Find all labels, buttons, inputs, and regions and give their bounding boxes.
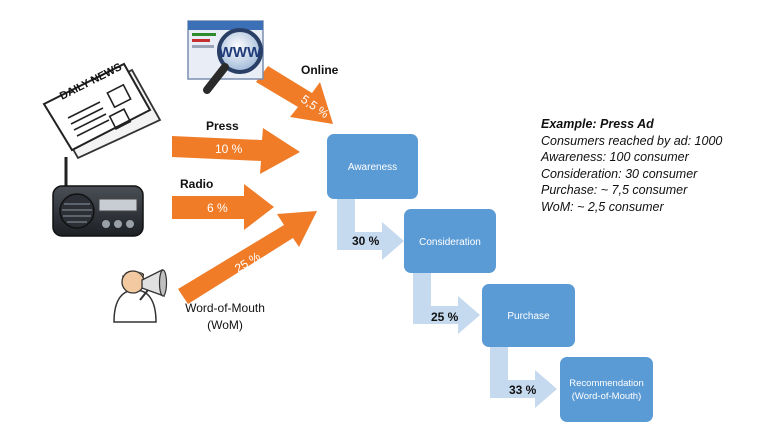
stage-recommendation-label: Recommendation: [569, 378, 643, 389]
example-panel: Example: Press Ad Consumers reached by a…: [541, 116, 761, 216]
conversion-rate-1: 30 %: [352, 234, 380, 248]
online-label: Online: [301, 63, 339, 77]
svg-text:WWW: WWW: [219, 44, 262, 61]
example-title: Example: Press Ad: [541, 117, 654, 131]
stage-recommendation: Recommendation (Word-of-Mouth): [560, 357, 653, 422]
radio-arrow: [172, 184, 274, 230]
press-arrow: [172, 128, 300, 174]
connector-purchase-recommendation: [490, 347, 557, 408]
press-label: Press: [206, 119, 239, 133]
connector-awareness-consideration: [337, 199, 404, 260]
newspaper-icon: DAILY NEWS: [42, 61, 162, 160]
example-line-purchase: Purchase: ~ 7,5 consumer: [541, 183, 688, 198]
connector-consideration-purchase: [413, 273, 480, 334]
wom-label-line1: Word-of-Mouth: [185, 301, 265, 315]
example-line-awareness: Awareness: 100 consumer: [541, 150, 689, 165]
example-line-wom: WoM: ~ 2,5 consumer: [541, 199, 664, 214]
online-arrow: [256, 66, 333, 124]
conversion-rate-2: 25 %: [431, 310, 459, 324]
conversion-rate-3: 33 %: [509, 383, 537, 397]
stage-purchase: Purchase: [482, 284, 575, 347]
wom-arrow: [178, 211, 317, 304]
stage-recommendation-sublabel: (Word-of-Mouth): [572, 391, 642, 402]
www-magnifier-icon: WWW: [187, 20, 264, 94]
megaphone-person-icon: [113, 268, 168, 323]
radio-icon: [52, 157, 144, 237]
example-line-reached: Consumers reached by ad: 1000: [541, 133, 723, 148]
radio-label: Radio: [180, 177, 213, 191]
press-rate: 10 %: [215, 142, 243, 156]
example-line-consideration: Consideration: 30 consumer: [541, 166, 698, 181]
stage-awareness: Awareness: [327, 134, 418, 199]
radio-rate: 6 %: [207, 201, 228, 215]
stage-consideration: Consideration: [404, 209, 496, 273]
stage-consideration-label: Consideration: [419, 237, 481, 248]
stage-purchase-label: Purchase: [507, 311, 550, 322]
wom-label-line2: (WoM): [207, 318, 243, 332]
stage-awareness-label: Awareness: [348, 162, 397, 173]
